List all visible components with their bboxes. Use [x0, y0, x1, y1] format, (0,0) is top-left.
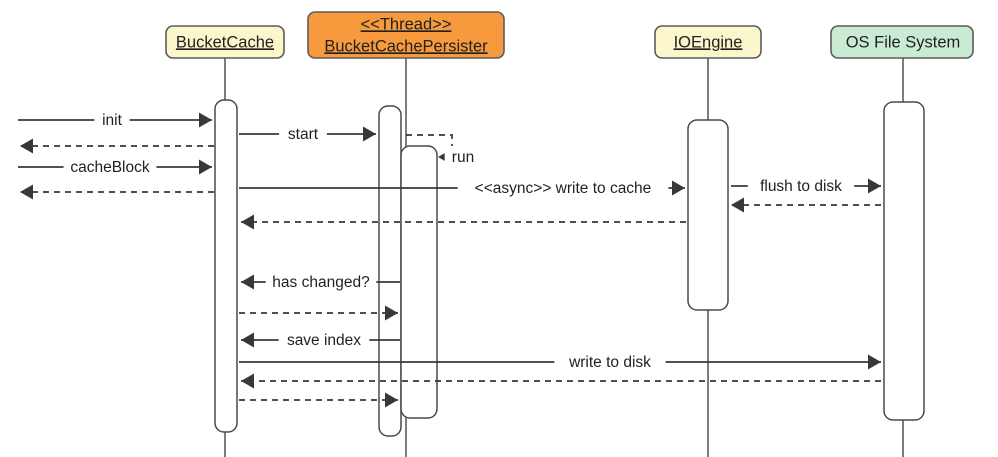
message-m10 — [241, 214, 686, 230]
message-m5: cacheBlock — [18, 156, 212, 178]
message-m11: has changed? — [241, 271, 400, 293]
message-label-backdrop — [278, 329, 370, 351]
message-label-backdrop — [94, 109, 130, 131]
message-label-backdrop — [457, 177, 669, 199]
act-ioengine — [687, 119, 729, 311]
participant-box[interactable] — [165, 25, 285, 59]
message-m1: init — [18, 109, 212, 131]
activations-group — [214, 99, 925, 437]
arrow-head — [731, 197, 744, 213]
message-label: write to disk — [568, 354, 651, 371]
participant-persister[interactable]: <<Thread>> BucketCachePersister — [307, 11, 505, 59]
participant-box[interactable] — [654, 25, 762, 59]
act-persister-inner — [400, 145, 438, 419]
message-label-backdrop — [444, 146, 482, 168]
arrow-head — [385, 305, 398, 321]
participant-stereotype: <<Thread>> — [361, 15, 452, 33]
message-label: save index — [287, 332, 361, 349]
messages-group: init start run cacheBlock <<async>> write to… — [18, 109, 881, 408]
arrow-head — [199, 159, 212, 175]
message-label: <<async>> write to cache — [475, 180, 652, 197]
arrow-head — [20, 138, 33, 154]
arrow-head — [672, 180, 685, 196]
participant-box[interactable] — [307, 11, 505, 59]
participant-ioengine[interactable]: IOEngine — [654, 25, 762, 59]
act-persister-outer — [378, 105, 402, 437]
arrow-head — [241, 214, 254, 230]
participant-bucketcache[interactable]: BucketCache — [165, 25, 285, 59]
message-label-backdrop — [265, 271, 377, 293]
act-bucketcache — [214, 99, 238, 433]
arrow-head — [241, 332, 254, 348]
lifelines-group — [224, 58, 904, 457]
message-label: cacheBlock — [70, 159, 150, 176]
message-m4: run — [406, 134, 482, 168]
participant-name: IOEngine — [674, 33, 743, 51]
message-m9 — [20, 184, 214, 200]
message-m12 — [239, 305, 398, 321]
message-label: run — [452, 149, 474, 166]
act-osfilesystem — [883, 101, 925, 421]
message-label-backdrop — [554, 351, 666, 373]
participant-osfilesystem[interactable]: OS File System — [830, 25, 974, 59]
message-label: has changed? — [272, 274, 370, 291]
arrow-head — [868, 178, 881, 194]
arrow-head — [20, 184, 33, 200]
message-label-backdrop — [63, 156, 157, 178]
message-m3: start — [239, 123, 376, 145]
arrow-head — [363, 126, 376, 142]
arrow-head — [199, 112, 212, 128]
message-m14: write to disk — [239, 351, 881, 373]
message-m7: flush to disk — [731, 175, 881, 197]
message-m6: <<async>> write to cache — [239, 177, 685, 199]
participant-box[interactable] — [830, 25, 974, 59]
message-label: init — [102, 112, 123, 129]
message-m15 — [241, 373, 881, 389]
participant-name: BucketCache — [176, 33, 274, 51]
message-m13: save index — [241, 329, 400, 351]
message-m8 — [731, 197, 881, 213]
participant-name: BucketCachePersister — [324, 37, 488, 55]
message-label-backdrop — [747, 175, 855, 197]
message-m2 — [20, 138, 214, 154]
arrow-head — [241, 274, 254, 290]
participants-group: BucketCache <<Thread>> BucketCachePersiste… — [165, 11, 974, 59]
message-label-backdrop — [279, 123, 327, 145]
arrow-head — [385, 392, 398, 408]
arrow-head — [241, 373, 254, 389]
message-label: start — [288, 126, 319, 143]
message-label: flush to disk — [760, 178, 842, 195]
arrow-head — [868, 354, 881, 370]
message-m16 — [239, 392, 398, 408]
participant-name: OS File System — [846, 33, 961, 51]
